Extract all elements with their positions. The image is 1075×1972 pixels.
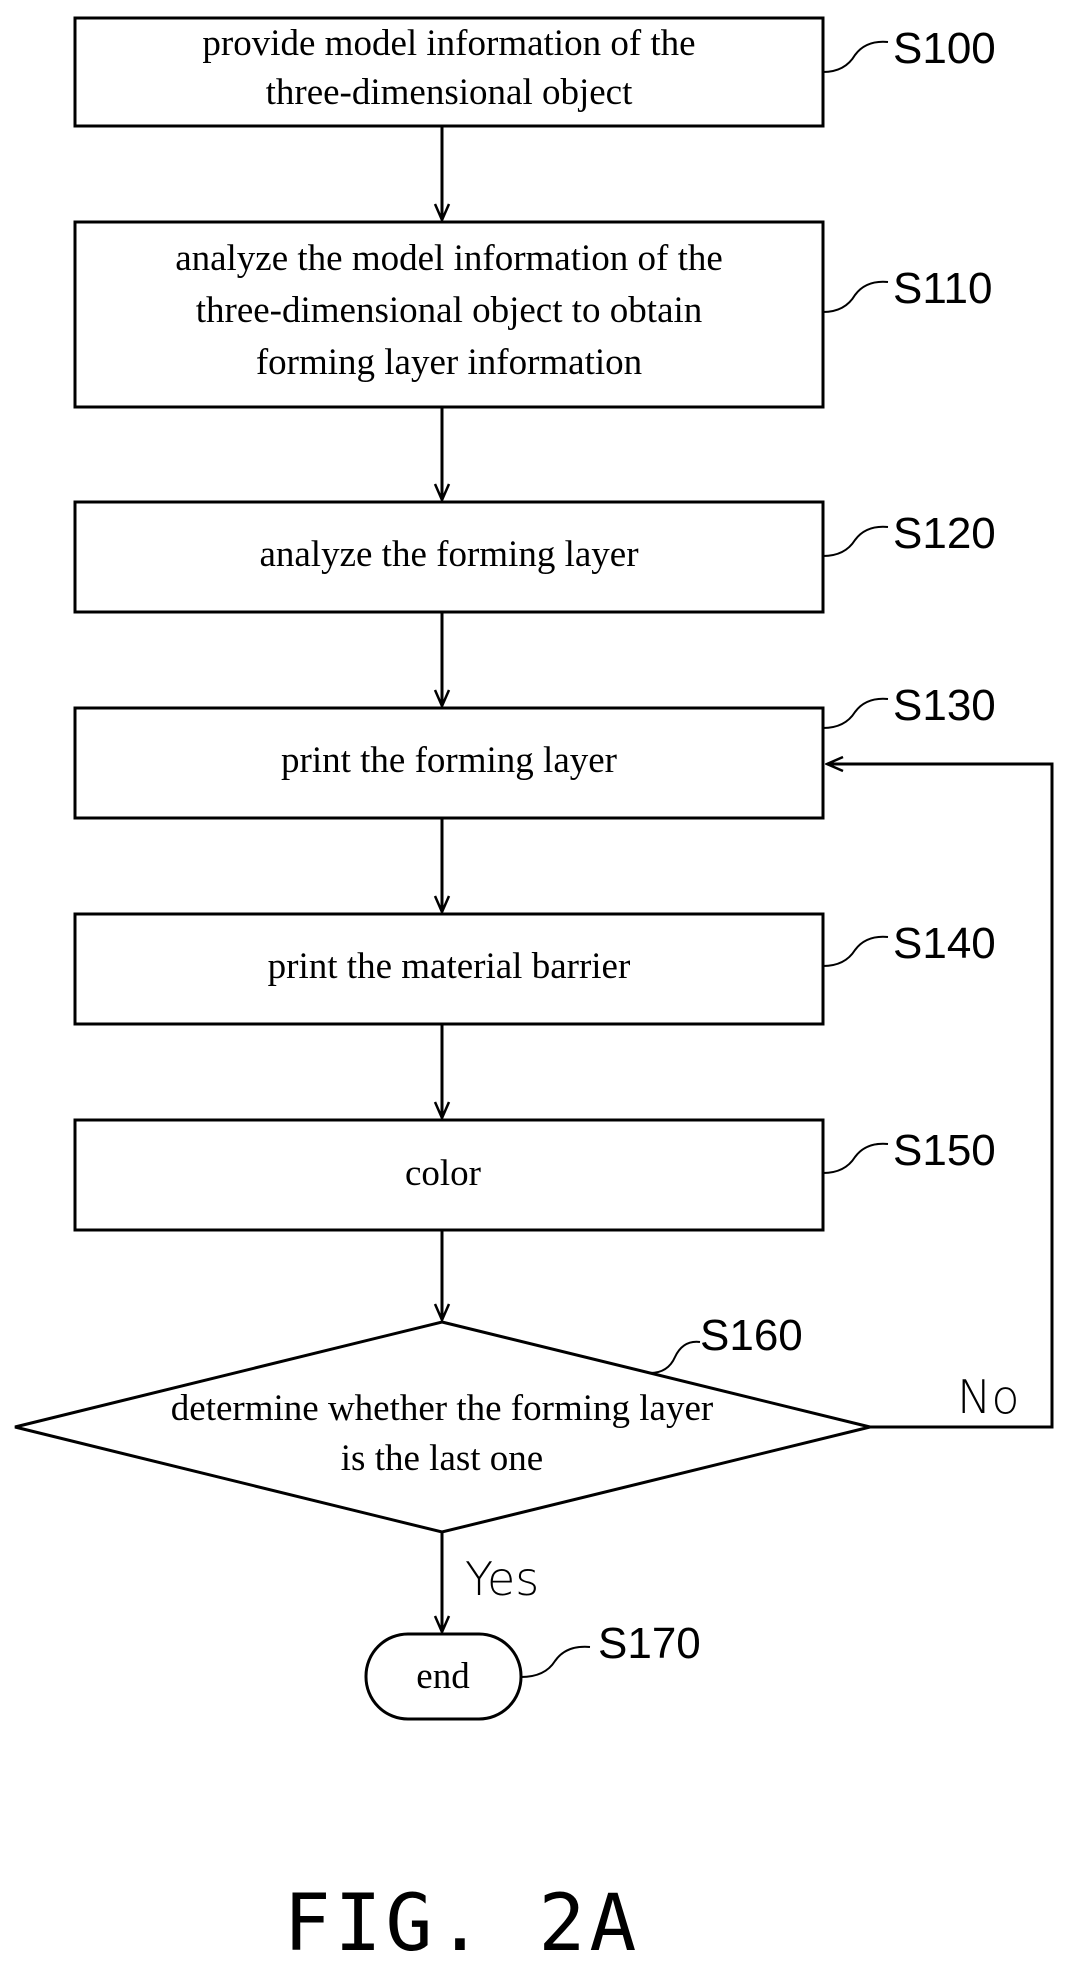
step-s130-box: print the forming layer	[75, 708, 823, 818]
step-s150-line-1: color	[405, 1153, 481, 1194]
step-s110-box: analyze the model information of the thr…	[75, 222, 823, 407]
step-s150-box: color	[75, 1120, 823, 1230]
step-s110-line-2: three-dimensional object to obtain	[196, 290, 703, 331]
step-s130-leader	[823, 699, 888, 728]
step-s140-leader	[823, 937, 888, 966]
step-s100-leader	[823, 42, 888, 72]
step-s150-label: S150	[893, 1126, 996, 1175]
step-s100-line-1: provide model information of the	[202, 23, 695, 64]
step-s120-label: S120	[893, 509, 996, 558]
terminal-s170-label-text: end	[416, 1656, 470, 1697]
step-s110-line-3: forming layer information	[256, 342, 642, 383]
step-s120-box: analyze the forming layer	[75, 502, 823, 612]
terminal-s170: end	[366, 1634, 521, 1719]
branch-no-label: No	[957, 1370, 1020, 1424]
terminal-s170-leader	[521, 1647, 590, 1677]
decision-s160-line-2: is the last one	[341, 1438, 543, 1479]
arrow-no-loop	[827, 764, 1052, 1427]
step-s100-box: provide model information of the three-d…	[75, 18, 823, 126]
step-s100-label: S100	[893, 24, 996, 73]
branch-yes-label: Yes	[465, 1552, 539, 1606]
step-s150-leader	[823, 1144, 888, 1173]
step-s130-label: S130	[893, 681, 996, 730]
step-s140-line-1: print the material barrier	[268, 946, 631, 987]
step-s120-leader	[823, 527, 888, 556]
step-s130-line-1: print the forming layer	[281, 740, 617, 781]
terminal-s170-id: S170	[598, 1619, 701, 1668]
step-s100-line-2: three-dimensional object	[266, 72, 634, 113]
figure-label: FIG. 2A	[284, 1879, 641, 1969]
decision-s160-line-1: determine whether the forming layer	[171, 1388, 713, 1429]
step-s110-leader	[823, 282, 888, 312]
step-s140-box: print the material barrier	[75, 914, 823, 1024]
decision-s160-leader	[650, 1342, 700, 1373]
decision-s160-label: S160	[700, 1311, 803, 1360]
step-s140-label: S140	[893, 919, 996, 968]
step-s110-line-1: analyze the model information of the	[175, 238, 723, 279]
step-s110-label: S110	[893, 264, 993, 313]
step-s120-line-1: analyze the forming layer	[259, 534, 638, 575]
